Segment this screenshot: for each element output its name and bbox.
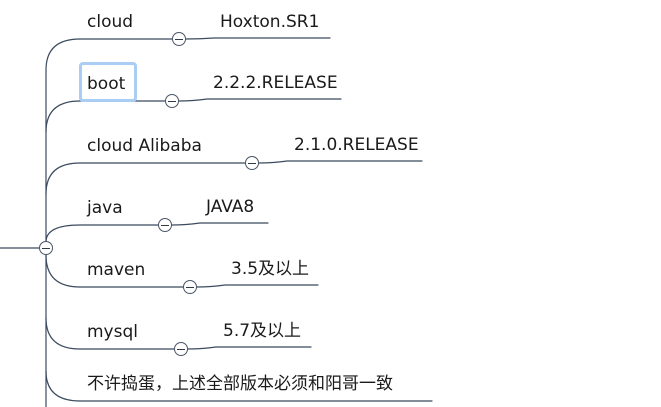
connector-maven <box>45 254 81 288</box>
topic-java[interactable]: java <box>87 198 123 218</box>
selected-topic-frame <box>79 62 137 102</box>
value-cloud[interactable]: Hoxton.SR1 <box>220 12 320 32</box>
collapse-boot-minus-icon[interactable] <box>165 94 179 108</box>
collapse-cloud-minus-icon[interactable] <box>172 32 186 46</box>
value-java[interactable]: JAVA8 <box>206 197 255 217</box>
connector-cloud-value <box>185 37 331 40</box>
connector-mysql <box>45 317 81 350</box>
topic-mysql[interactable]: mysql <box>87 322 138 342</box>
connector-cloud <box>45 38 81 71</box>
topic-cloud-alibaba[interactable]: cloud Alibaba <box>87 136 202 156</box>
connector-cloud-alibaba <box>45 162 81 195</box>
collapse-root-minus-icon[interactable] <box>39 241 53 255</box>
connector-mysql-value <box>187 346 312 350</box>
connector-note <box>45 370 81 402</box>
value-maven[interactable]: 3.5及以上 <box>231 259 310 279</box>
topic-maven[interactable]: maven <box>87 260 146 280</box>
topic-cloud[interactable]: cloud <box>87 12 134 32</box>
collapse-cloud-alibaba-minus-icon[interactable] <box>245 156 259 170</box>
topic-note[interactable]: 不许捣蛋，上述全部版本必须和阳哥一致 <box>87 374 393 394</box>
connector-boot-value <box>178 98 342 102</box>
connector-java <box>45 224 81 243</box>
connector-maven-value <box>196 284 319 288</box>
collapse-maven-minus-icon[interactable] <box>183 280 197 294</box>
connector-cloud-alibaba-value <box>258 160 423 164</box>
value-mysql[interactable]: 5.7及以上 <box>223 321 302 341</box>
collapse-java-minus-icon[interactable] <box>158 218 172 232</box>
value-boot[interactable]: 2.2.2.RELEASE <box>213 73 338 93</box>
value-cloud-alibaba[interactable]: 2.1.0.RELEASE <box>294 135 419 155</box>
connector-java-value <box>171 222 269 226</box>
collapse-mysql-minus-icon[interactable] <box>174 342 188 356</box>
topic-boot[interactable]: boot <box>87 74 126 94</box>
connector-boot <box>45 100 81 133</box>
